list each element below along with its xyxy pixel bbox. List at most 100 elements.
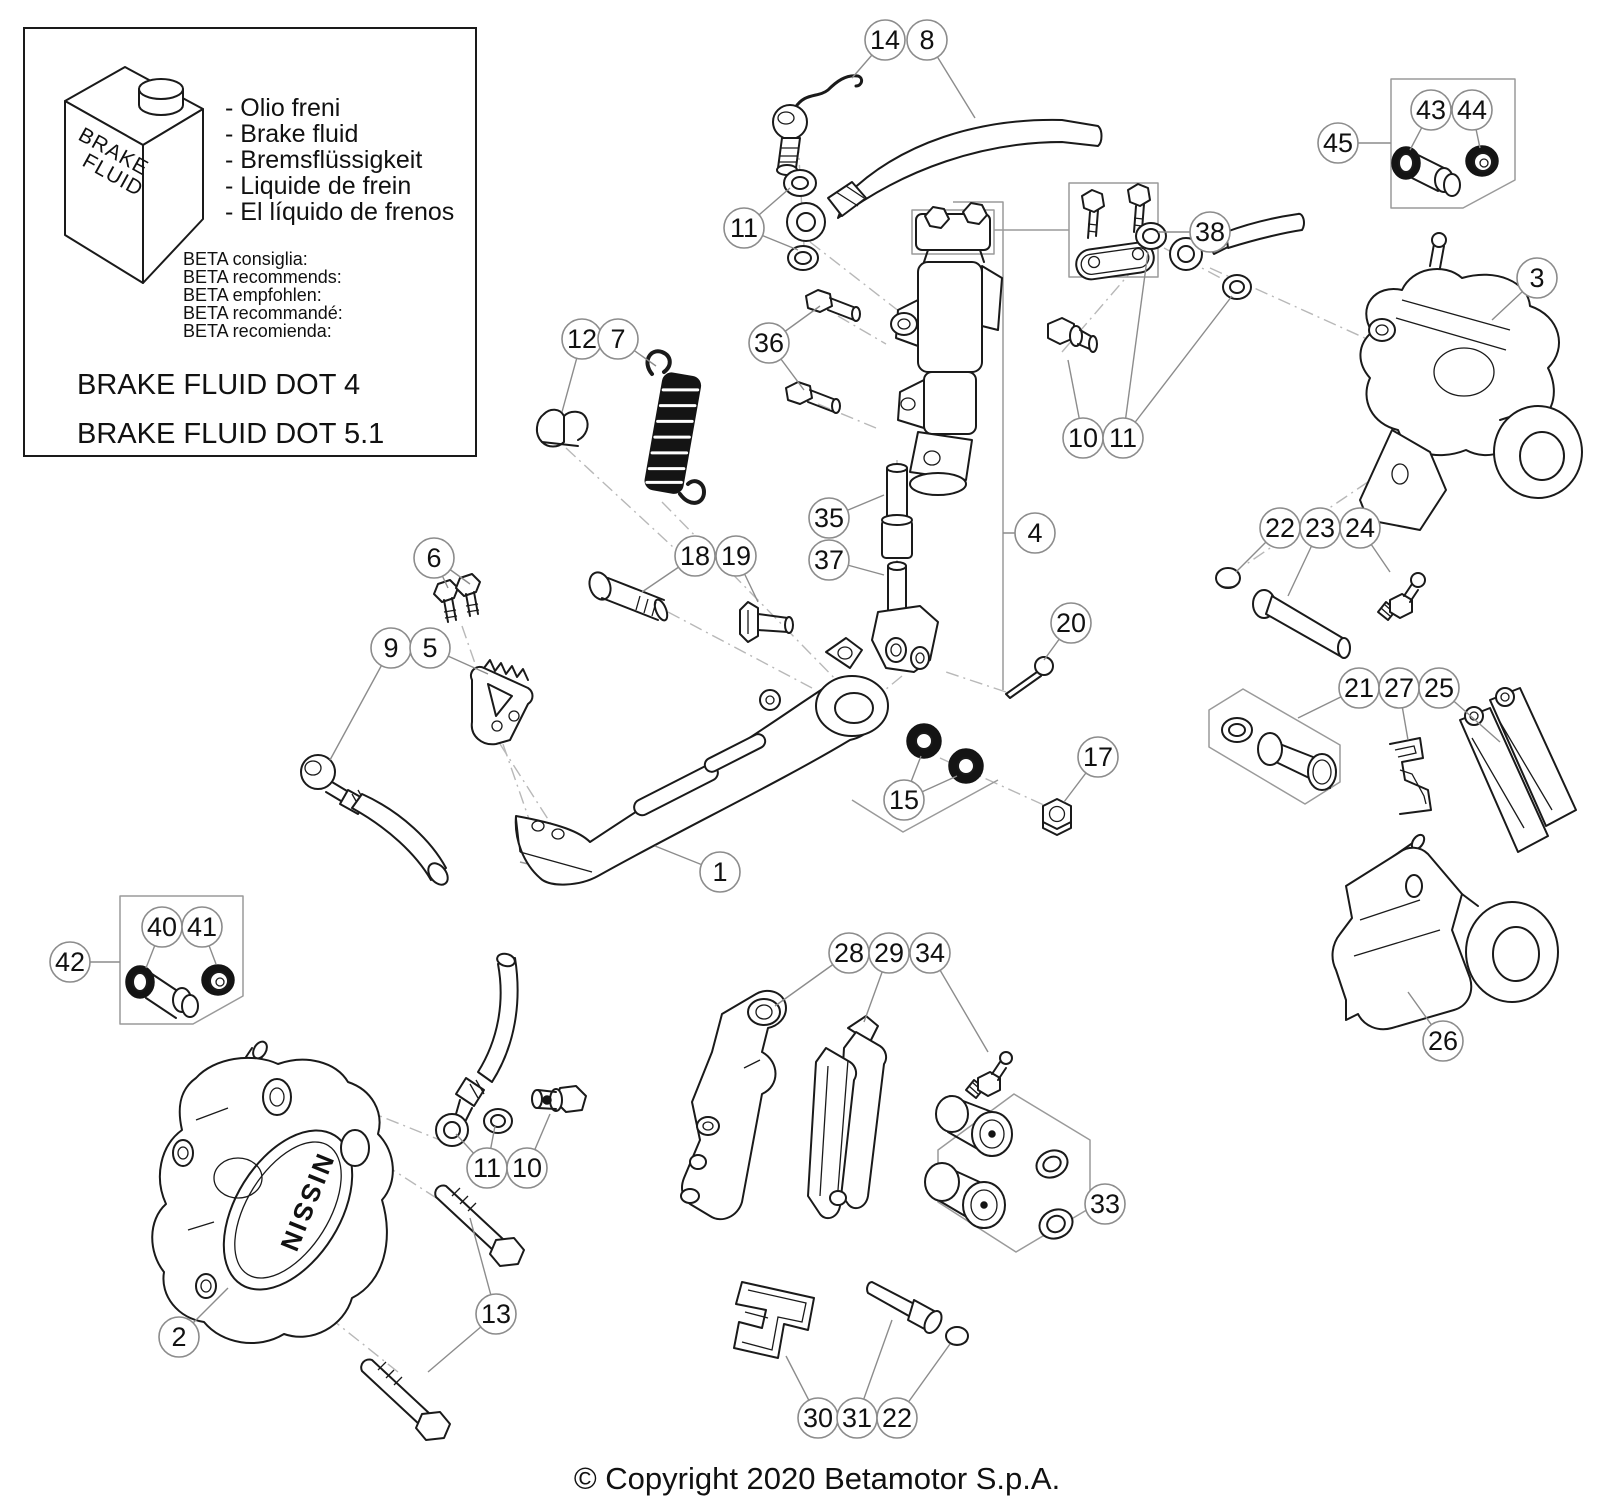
- callout-15[interactable]: 15: [883, 779, 925, 821]
- part-10-banjo-bolt-rear: [1047, 317, 1098, 353]
- callout-leader-line: [329, 647, 392, 761]
- svg-text:14: 14: [870, 25, 900, 55]
- callout-37[interactable]: 37: [808, 539, 850, 581]
- callout-38[interactable]: 38: [1189, 211, 1231, 253]
- beta-recommendation: BETA recomienda:: [183, 321, 332, 341]
- part-elbow-fitting: [772, 104, 808, 176]
- fluid-name-list: - Olio freni - Brake fluid - Bremsflüssi…: [225, 95, 454, 225]
- svg-text:8: 8: [919, 25, 934, 55]
- part-14-retainer-clip: [793, 74, 864, 110]
- callout-10[interactable]: 10: [1062, 417, 1104, 459]
- callout-28[interactable]: 28: [828, 932, 870, 974]
- svg-text:19: 19: [721, 541, 751, 571]
- callout-13[interactable]: 13: [475, 1293, 517, 1335]
- brake-fluid-dot51-label: BRAKE FLUID DOT 5.1: [77, 418, 385, 450]
- part-10-banjo-bolt-front: [531, 1085, 587, 1113]
- part-37-rod-end: [871, 561, 939, 673]
- callout-27[interactable]: 27: [1378, 667, 1420, 709]
- svg-text:18: 18: [680, 541, 710, 571]
- part-28-caliper-bracket: [680, 989, 787, 1221]
- callout-11[interactable]: 11: [723, 207, 765, 249]
- svg-text:5: 5: [422, 633, 437, 663]
- callout-24[interactable]: 24: [1339, 507, 1381, 549]
- callout-23[interactable]: 23: [1299, 507, 1341, 549]
- callout-8[interactable]: 8: [906, 19, 948, 61]
- callout-45[interactable]: 45: [1317, 122, 1359, 164]
- fluid-name: - Bremsflüssigkeit: [225, 146, 423, 174]
- callout-17[interactable]: 17: [1077, 736, 1119, 778]
- svg-text:11: 11: [473, 1153, 501, 1183]
- part-12-clip: [536, 408, 589, 448]
- svg-text:40: 40: [147, 912, 177, 942]
- callout-42[interactable]: 42: [49, 941, 91, 983]
- callout-31[interactable]: 31: [836, 1397, 878, 1439]
- svg-text:28: 28: [834, 938, 864, 968]
- svg-text:24: 24: [1345, 513, 1375, 543]
- part-26-rear-caliper-bracket: [1331, 833, 1559, 1031]
- callout-40[interactable]: 40: [141, 906, 183, 948]
- part-24-bleed-valve-rear: [1377, 572, 1426, 621]
- callout-41[interactable]: 41: [181, 906, 223, 948]
- beta-recommendation-list: BETA consiglia: BETA recommends: BETA em…: [183, 250, 343, 340]
- callout-35[interactable]: 35: [808, 497, 850, 539]
- svg-text:38: 38: [1195, 217, 1225, 247]
- beta-recommendation: BETA empfohlen:: [183, 285, 322, 305]
- brake-fluid-info-box: BRAKE FLUID - Olio freni - Brake fluid -…: [23, 27, 477, 457]
- callout-5[interactable]: 5: [409, 627, 451, 669]
- part-5-pedal-tip: [470, 659, 534, 746]
- callout-19[interactable]: 19: [715, 535, 757, 577]
- callout-2[interactable]: 2: [158, 1316, 200, 1358]
- svg-text:33: 33: [1090, 1189, 1120, 1219]
- svg-text:27: 27: [1384, 673, 1414, 703]
- callout-34[interactable]: 34: [909, 932, 951, 974]
- callout-20[interactable]: 20: [1050, 602, 1092, 644]
- svg-text:35: 35: [814, 503, 844, 533]
- callout-33[interactable]: 33: [1084, 1183, 1126, 1225]
- part-18-pedal-pin: [588, 571, 669, 622]
- svg-text:29: 29: [874, 938, 904, 968]
- callout-30[interactable]: 30: [797, 1397, 839, 1439]
- callout-11[interactable]: 11: [1102, 417, 1144, 459]
- bottle-drawing: BRAKE FLUID: [64, 66, 204, 284]
- svg-text:30: 30: [803, 1403, 833, 1433]
- callout-22[interactable]: 22: [1259, 507, 1301, 549]
- svg-text:6: 6: [426, 543, 441, 573]
- part-41-cap-front: [201, 964, 235, 996]
- brake-fluid-bottle: BRAKE FLUID: [64, 66, 204, 284]
- callout-22[interactable]: 22: [876, 1397, 918, 1439]
- beta-recommendation: BETA consiglia:: [183, 249, 308, 269]
- svg-text:23: 23: [1305, 513, 1335, 543]
- callout-9[interactable]: 9: [370, 627, 412, 669]
- callout-3[interactable]: 3: [1516, 257, 1558, 299]
- part-7-return-spring: [644, 349, 706, 505]
- callout-18[interactable]: 18: [674, 535, 716, 577]
- svg-text:21: 21: [1344, 673, 1374, 703]
- callout-7[interactable]: 7: [597, 318, 639, 360]
- fluid-name: - El líquido de frenos: [225, 198, 455, 226]
- callout-25[interactable]: 25: [1418, 667, 1460, 709]
- callout-10[interactable]: 10: [506, 1147, 548, 1189]
- part-29-brake-pads-front: [807, 1015, 888, 1220]
- callout-4[interactable]: 4: [1014, 512, 1056, 554]
- brake-fluid-dot4-label: BRAKE FLUID DOT 4: [77, 369, 361, 401]
- callout-12[interactable]: 12: [561, 318, 603, 360]
- callout-43[interactable]: 43: [1410, 89, 1452, 131]
- callout-1[interactable]: 1: [699, 851, 741, 893]
- part-11-washers-top: [783, 169, 819, 271]
- callout-36[interactable]: 36: [748, 322, 790, 364]
- callout-21[interactable]: 21: [1338, 667, 1380, 709]
- svg-text:36: 36: [754, 328, 784, 358]
- callout-6[interactable]: 6: [413, 537, 455, 579]
- callout-44[interactable]: 44: [1451, 89, 1493, 131]
- part-11-washers-rear: [1135, 222, 1252, 300]
- callout-26[interactable]: 26: [1422, 1020, 1464, 1062]
- beta-recommendation: BETA recommandé:: [183, 303, 343, 323]
- svg-text:43: 43: [1416, 95, 1446, 125]
- part-20-cotter-pin: [1005, 656, 1054, 699]
- svg-text:20: 20: [1056, 608, 1086, 638]
- callout-11[interactable]: 11: [466, 1147, 508, 1189]
- callout-29[interactable]: 29: [868, 932, 910, 974]
- callout-14[interactable]: 14: [864, 19, 906, 61]
- fluid-name: - Liquide de frein: [225, 172, 412, 200]
- svg-text:37: 37: [814, 545, 844, 575]
